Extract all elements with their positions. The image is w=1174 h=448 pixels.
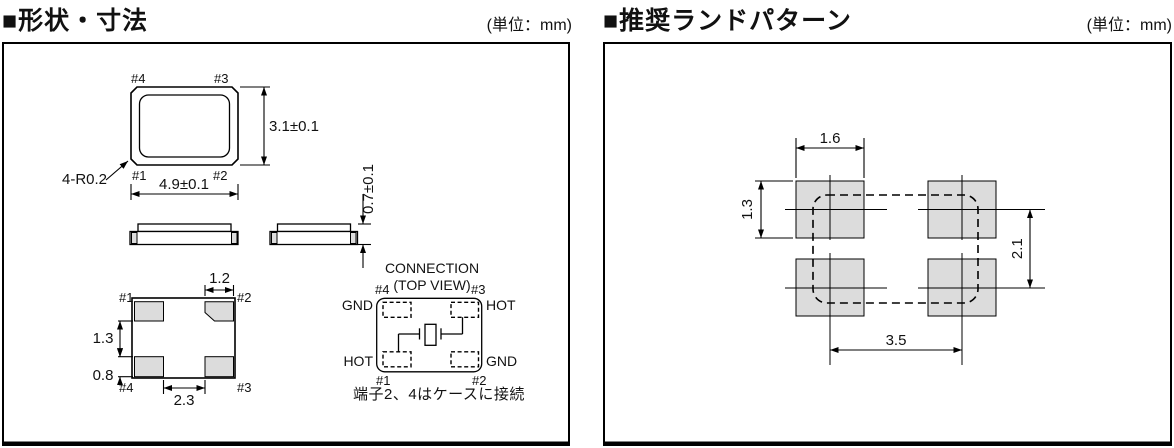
bottomview-pad4 — [134, 356, 164, 378]
dim-width-label: 4.9±0.1 — [159, 176, 209, 193]
package-outline-dashed — [812, 194, 979, 304]
dim-thickness-label: 0.7±0.1 — [360, 164, 377, 214]
connection-pad1 — [382, 351, 412, 368]
topview-pin2-label: #2 — [213, 168, 227, 183]
bottomview-pin4-label: #4 — [119, 380, 133, 395]
dim-pad-width-label: 1.2 — [209, 270, 230, 287]
dim-height-label: 3.1±0.1 — [269, 118, 319, 135]
topview-pin4-label: #4 — [131, 71, 145, 86]
connection-pin1-label: #1 — [376, 373, 390, 388]
connection-diagram: CONNECTION (TOP VIEW) #4 #3 #1 #2 GND HO… — [342, 260, 525, 403]
connection-hot-tr-label: HOT — [486, 297, 516, 313]
bottomview-pad2 — [204, 301, 234, 322]
left-panel-frame-bottom — [2, 441, 570, 446]
topview-pin3-label: #3 — [214, 71, 228, 86]
corner-radius-label: 4-R0.2 — [62, 171, 107, 188]
right-panel-frame-bottom — [603, 441, 1172, 446]
bottomview-pin3-label: #3 — [237, 380, 251, 395]
connection-subtitle: (TOP VIEW) — [393, 277, 470, 293]
left-unit-label: (単位：mm) — [486, 17, 572, 34]
connection-pad4 — [382, 301, 412, 318]
corner-radius-leader — [105, 160, 129, 181]
connection-gnd-tl-label: GND — [342, 297, 373, 313]
bottomview-pad1 — [134, 301, 164, 322]
connection-title: CONNECTION — [385, 260, 479, 276]
land-pattern: 1.6 1.3 2.1 3.5 — [739, 130, 1045, 365]
connection-hot-bl-label: HOT — [343, 353, 373, 369]
connection-pad3 — [450, 301, 480, 318]
connection-pin3-label: #3 — [471, 282, 485, 297]
top-view: #4 #3 #1 #2 3.1±0.1 4.9±0.1 4-R0.2 — [62, 71, 319, 200]
pad-centerlines — [785, 175, 1045, 365]
shape-dimensions-drawing: #4 #3 #1 #2 3.1±0.1 4.9±0.1 4-R0.2 — [2, 42, 570, 446]
connection-note: 端子2、4はケースに接続 — [353, 386, 525, 403]
right-panel-title: ■推奨ランドパターン — [603, 7, 852, 35]
connection-pad2 — [450, 351, 480, 368]
connection-pin2-label: #2 — [472, 373, 486, 388]
connection-gnd-br-label: GND — [486, 353, 517, 369]
crystal-symbol — [397, 317, 464, 352]
dim-pad-gap-label: 1.3 — [93, 330, 114, 347]
connection-pin4-label: #4 — [375, 282, 389, 297]
bottom-view: #1 #2 #4 #3 1.2 1.3 0.8 2.3 — [93, 270, 252, 409]
left-panel-title: ■形状・寸法 — [2, 7, 149, 35]
dim-land-h-pitch-label: 3.5 — [886, 332, 907, 349]
right-unit-label: (単位：mm) — [1086, 17, 1172, 34]
dim-pad-height-label: 0.8 — [93, 367, 114, 384]
topview-pin1-label: #1 — [132, 168, 146, 183]
right-panel-frame — [603, 42, 1172, 444]
land-pattern-drawing: 1.6 1.3 2.1 3.5 — [603, 42, 1172, 446]
side-views: 0.7±0.1 — [129, 164, 377, 268]
bottomview-pin2-label: #2 — [237, 290, 251, 305]
dim-land-pad-width-label: 1.6 — [820, 130, 841, 147]
package-inner-outline — [138, 94, 231, 158]
bottomview-pad3 — [204, 356, 234, 378]
dim-land-pad-height-label: 1.3 — [739, 199, 756, 220]
dim-land-v-pitch-label: 2.1 — [1009, 238, 1026, 259]
dim-inner-gap-label: 2.3 — [174, 392, 195, 409]
package-outline — [130, 86, 239, 166]
bottomview-pin1-label: #1 — [119, 290, 133, 305]
